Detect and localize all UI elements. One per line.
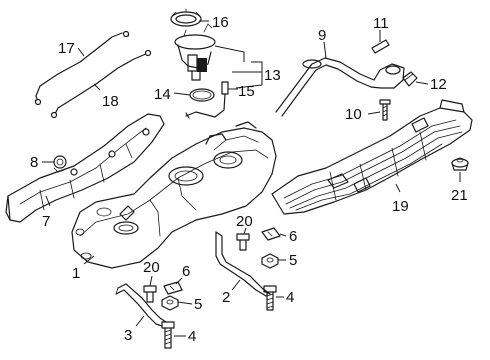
part-3-strap [115, 283, 167, 327]
callout-18: 18 [102, 93, 119, 110]
callout-4-lower: 4 [188, 328, 196, 345]
callout-15: 15 [238, 83, 255, 100]
callout-8: 8 [30, 154, 38, 171]
part-9-filler-pipe [275, 57, 405, 117]
part-5-nut-lower [161, 295, 179, 311]
callout-5-upper: 5 [289, 252, 297, 269]
callout-2: 2 [222, 289, 230, 306]
part-17-tube [34, 30, 130, 106]
callout-12: 12 [430, 76, 447, 93]
part-19-skid-plate [271, 99, 473, 215]
part-21-push-nut [451, 157, 469, 171]
callout-7: 7 [42, 213, 50, 230]
callout-20-upper: 20 [236, 213, 253, 230]
callout-5-lower: 5 [194, 296, 202, 313]
callout-4-upper: 4 [286, 289, 294, 306]
part-20-bolt-upper [236, 233, 250, 251]
callout-9: 9 [318, 27, 326, 44]
callout-labels: 16 17 18 13 14 15 9 11 12 10 8 7 1 19 21… [30, 14, 468, 345]
part-1-fuel-tank [71, 121, 277, 269]
callout-13: 13 [264, 67, 281, 84]
part-15-sender [185, 81, 229, 119]
part-6-clip-upper [261, 227, 281, 241]
callout-11: 11 [373, 15, 389, 32]
callout-6-lower: 6 [182, 263, 190, 280]
part-18-tube [50, 49, 152, 119]
callout-14: 14 [154, 86, 171, 103]
part-6-clip-lower [163, 281, 183, 295]
part-10-bolt [379, 99, 391, 121]
part-12-cap [402, 71, 418, 87]
part-5-nut-upper [261, 253, 279, 269]
callout-10: 10 [345, 106, 362, 123]
part-20-bolt-lower [143, 285, 157, 303]
callout-17: 17 [58, 40, 75, 57]
callout-3: 3 [124, 327, 132, 344]
part-13-fuel-pump [174, 23, 216, 81]
callout-16: 16 [212, 14, 229, 31]
callout-19: 19 [392, 198, 409, 215]
callout-21: 21 [451, 187, 468, 204]
callout-6-upper: 6 [289, 228, 297, 245]
leader-lines [42, 20, 461, 337]
callout-1: 1 [72, 265, 80, 282]
part-16-lock-ring [170, 8, 202, 27]
part-7-heat-shield [5, 113, 165, 223]
part-14-seal [189, 88, 215, 102]
part-11-clip [371, 39, 390, 54]
callout-20-lower: 20 [143, 259, 160, 276]
part-4-bolt-upper [263, 285, 277, 311]
part-4-bolt-lower [161, 321, 175, 349]
